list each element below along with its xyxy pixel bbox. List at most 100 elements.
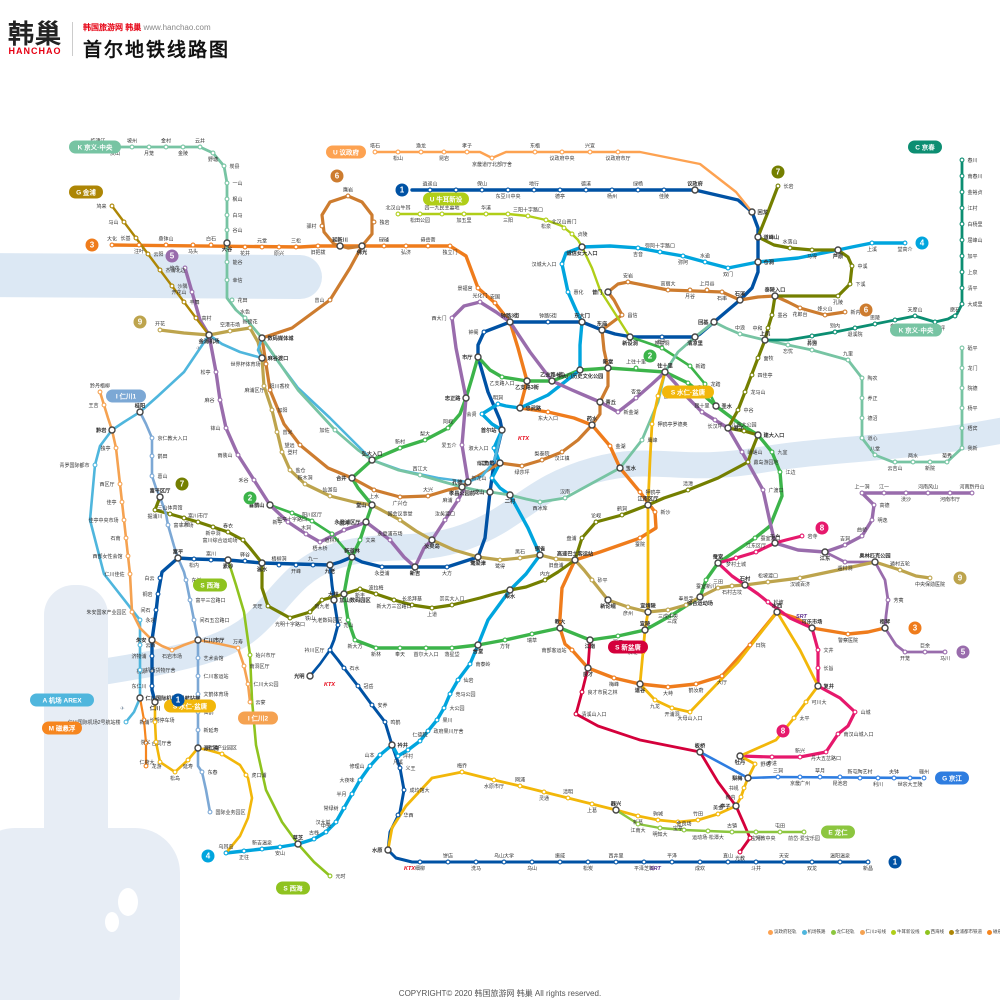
transfer-station-dot[interactable] <box>661 368 669 376</box>
station-新道林[interactable]: 新道林 <box>344 547 361 561</box>
station-渼沙[interactable]: 渼沙 <box>901 490 911 503</box>
station-dot[interactable] <box>357 586 363 592</box>
transfer-station-dot[interactable] <box>194 744 202 752</box>
station-dot[interactable] <box>245 681 251 687</box>
station-dot[interactable] <box>777 469 783 475</box>
station-dot[interactable] <box>755 355 761 361</box>
transfer-station-dot[interactable] <box>636 680 644 688</box>
transfer-station-dot[interactable] <box>474 641 482 649</box>
station-dot[interactable] <box>397 494 403 500</box>
station-堂山[interactable]: 堂山 <box>356 501 376 509</box>
station-良才市民之林[interactable]: 良才市民之林 <box>579 689 618 696</box>
station-dot[interactable] <box>279 449 285 455</box>
station-dot[interactable] <box>287 615 293 621</box>
station-dot[interactable] <box>669 859 675 865</box>
station-dot[interactable] <box>809 247 815 253</box>
station-dot[interactable] <box>225 529 231 535</box>
station-dot[interactable] <box>715 585 721 591</box>
transfer-station-dot[interactable] <box>506 491 514 499</box>
station-吉洞[interactable]: 吉洞 <box>840 536 850 548</box>
station-南洞产业园区[interactable]: 南洞产业园区 <box>207 745 237 757</box>
transfer-station-dot[interactable] <box>604 364 612 372</box>
station-长岩[interactable]: 长岩 <box>775 183 794 190</box>
station-养源[interactable]: 养源 <box>807 341 817 353</box>
station-dot[interactable] <box>371 487 377 493</box>
station-dot[interactable] <box>345 193 351 199</box>
station-儿童大公园[interactable]: 儿童大公园 <box>731 422 757 434</box>
station-鸣鹤[interactable]: 鸣鹤 <box>382 719 401 726</box>
station-dot[interactable] <box>285 519 291 525</box>
station-大公园[interactable]: 大公园 <box>441 705 465 712</box>
station-dot[interactable] <box>319 597 325 603</box>
station-松泉[interactable]: 松泉 <box>541 217 551 230</box>
station-dot[interactable] <box>293 562 299 568</box>
station-dot[interactable] <box>367 763 373 769</box>
station-dot[interactable] <box>341 527 347 533</box>
station-dot[interactable] <box>661 187 667 193</box>
station-始兴市厅[interactable]: 始兴市厅 <box>247 652 276 659</box>
station-dot[interactable] <box>136 242 142 248</box>
station-dot[interactable] <box>405 747 411 753</box>
station-成均馆大[interactable]: 成均馆大 <box>401 787 430 794</box>
station-dot[interactable] <box>395 812 401 818</box>
station-禾谷[interactable]: 禾谷 <box>238 477 257 484</box>
station-梧琴[interactable]: 梧琴 <box>880 618 891 632</box>
station-dot[interactable] <box>557 187 563 193</box>
station-dot[interactable] <box>259 846 265 852</box>
station-dot[interactable] <box>561 225 567 231</box>
station-仓洞[interactable]: 仓洞 <box>754 258 774 266</box>
station-dot[interactable] <box>157 759 163 765</box>
station-白石[interactable]: 白石 <box>206 236 216 248</box>
station-月笼[interactable]: 月笼 <box>144 144 154 157</box>
station-京畿广州[interactable]: 京畿广州 <box>790 774 810 787</box>
station-dot[interactable] <box>143 740 149 746</box>
station-dot[interactable] <box>391 597 397 603</box>
station-三阳十字路口[interactable]: 三阳十字路口 <box>513 207 543 219</box>
station-上溪[interactable]: 上溪 <box>867 240 877 253</box>
station-狎鸥亭罗德奥[interactable]: 狎鸥亭罗德奥 <box>649 421 688 428</box>
station-仁川大公园[interactable]: 仁川大公园 <box>245 681 279 688</box>
station-dot[interactable] <box>157 327 163 333</box>
station-岩寺[interactable]: 岩寺 <box>799 533 818 540</box>
transfer-station-dot[interactable] <box>428 536 436 544</box>
station-dot[interactable] <box>822 312 828 318</box>
station-石串[interactable]: 石串 <box>717 289 727 302</box>
station-孔陵[interactable]: 孔陵 <box>833 293 843 306</box>
station-新堂[interactable]: 新堂 <box>603 358 613 372</box>
station-dot[interactable] <box>791 715 797 721</box>
station-dot[interactable] <box>146 144 152 150</box>
station-新大方[interactable]: 新大方 <box>347 637 363 650</box>
station-dot[interactable] <box>303 531 309 537</box>
station-dot[interactable] <box>395 211 401 217</box>
station-盘浦[interactable]: 盘浦 <box>566 535 585 542</box>
station-水色[interactable]: 水色 <box>240 309 250 321</box>
station-前岱·爱宝乐园[interactable]: 前岱·爱宝乐园 <box>788 829 820 842</box>
station-元堂[interactable]: 元堂 <box>257 238 267 250</box>
station-dot[interactable] <box>803 699 809 705</box>
station-dot[interactable] <box>341 665 347 671</box>
station-忠武路[interactable]: 忠武路 <box>516 404 542 412</box>
station-dot[interactable] <box>837 774 843 780</box>
transfer-station-dot[interactable] <box>571 556 579 564</box>
transfer-station-dot[interactable] <box>348 474 356 482</box>
station-东庙[interactable]: 东庙 <box>597 320 608 334</box>
station-竞马公园[interactable]: 竞马公园 <box>447 691 476 698</box>
station-dot[interactable] <box>461 211 467 217</box>
station-富川综合运动场[interactable]: 富川综合运动场 <box>202 537 246 544</box>
station-dot[interactable] <box>753 859 759 865</box>
station-dot[interactable] <box>125 553 131 559</box>
station-木洞[interactable]: 木洞 <box>301 525 311 537</box>
station-江东[interactable]: 江东 <box>820 548 831 562</box>
station-钟阁[interactable]: 钟阁 <box>468 329 487 336</box>
station-开花[interactable]: 开花 <box>155 321 165 333</box>
station-dot[interactable] <box>149 473 155 479</box>
site-url[interactable]: www.hanchao.com <box>143 23 211 32</box>
station-dot[interactable] <box>195 673 201 679</box>
station-dot[interactable] <box>871 502 877 508</box>
station-黔丹梧柳[interactable]: 黔丹梧柳 <box>90 383 110 395</box>
station-饼店[interactable]: 饼店 <box>443 853 453 865</box>
station-dot[interactable] <box>738 794 744 800</box>
station-论岘[interactable]: 论岘 <box>591 513 601 525</box>
station-西大门[interactable]: 西大门 <box>431 315 455 322</box>
station-龙游[interactable]: 龙游 <box>143 763 162 770</box>
